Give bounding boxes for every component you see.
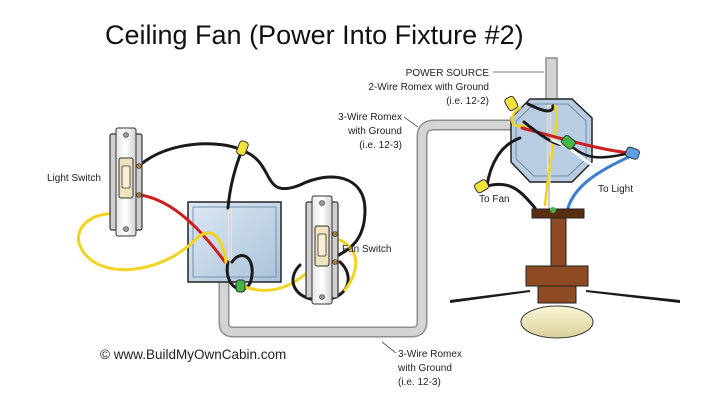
romex-lower-label-line2: with Ground (397, 363, 452, 374)
ceiling-fan (450, 207, 680, 339)
romex-lower-label-line3: (i.e. 12-3) (398, 377, 441, 388)
label-romex-lower: 3-Wire Romex with Ground (i.e. 12-3) (381, 341, 462, 388)
fan-switch-label: Fan Switch (342, 244, 391, 255)
romex-cable-switch-to-fixture (218, 119, 528, 338)
fan-switch (305, 195, 339, 305)
to-light-label: To Light (598, 184, 633, 195)
light-switch (109, 127, 143, 237)
copyright-text: © www.BuildMyOwnCabin.com (100, 347, 286, 362)
switch-junction-box (187, 201, 282, 283)
romex-upper-label-line1: 3-Wire Romex (338, 112, 402, 123)
power-source-label-line1: POWER SOURCE (406, 68, 490, 79)
to-fan-label: To Fan (479, 194, 510, 205)
romex-lower-label-line1: 3-Wire Romex (398, 349, 462, 360)
label-romex-upper: 3-Wire Romex with Ground (i.e. 12-3) (338, 112, 419, 151)
power-source-label-line3: (i.e. 12-2) (446, 96, 489, 107)
label-power-source: POWER SOURCE 2-Wire Romex with Ground (i… (368, 68, 544, 107)
fixture-side-wiring (485, 102, 633, 212)
power-source-label-line2: 2-Wire Romex with Ground (368, 82, 489, 93)
page-title: Ceiling Fan (Power Into Fixture #2) (105, 20, 524, 50)
wire-nuts-fixture-side (474, 95, 640, 194)
romex-upper-label-line2: with Ground (347, 126, 402, 137)
romex-upper-label-line3: (i.e. 12-3) (359, 140, 402, 151)
light-switch-label: Light Switch (47, 173, 101, 184)
